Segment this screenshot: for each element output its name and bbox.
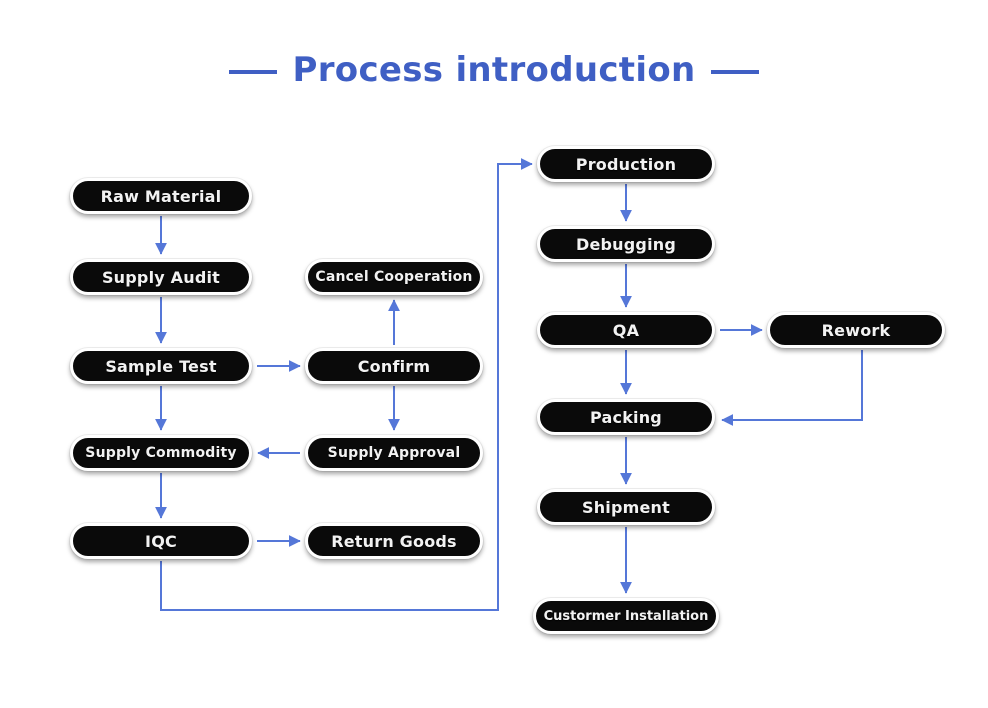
- node-iqc[interactable]: IQC: [70, 523, 252, 559]
- node-qa[interactable]: QA: [537, 312, 715, 348]
- node-supply-commodity[interactable]: Supply Commodity: [70, 435, 252, 471]
- node-confirm[interactable]: Confirm: [305, 348, 483, 384]
- page-title-text: Process introduction: [292, 50, 696, 90]
- node-raw-material[interactable]: Raw Material: [70, 178, 252, 214]
- node-packing[interactable]: Packing: [537, 399, 715, 435]
- edge-rework-to-packing: [721, 350, 863, 426]
- node-rework[interactable]: Rework: [767, 312, 945, 348]
- node-return-goods[interactable]: Return Goods: [305, 523, 483, 559]
- title-rule-left: [228, 70, 277, 74]
- node-production[interactable]: Production: [537, 146, 715, 182]
- node-supply-audit[interactable]: Supply Audit: [70, 259, 252, 295]
- node-debugging[interactable]: Debugging: [537, 226, 715, 262]
- node-sample-test[interactable]: Sample Test: [70, 348, 252, 384]
- title-rule-right: [711, 70, 760, 74]
- node-shipment[interactable]: Shipment: [537, 489, 715, 525]
- page-title: Process introduction: [0, 50, 988, 90]
- node-custormer-installation[interactable]: Custormer Installation: [533, 598, 719, 634]
- node-supply-approval[interactable]: Supply Approval: [305, 435, 483, 471]
- node-cancel-cooperation[interactable]: Cancel Cooperation: [305, 259, 483, 295]
